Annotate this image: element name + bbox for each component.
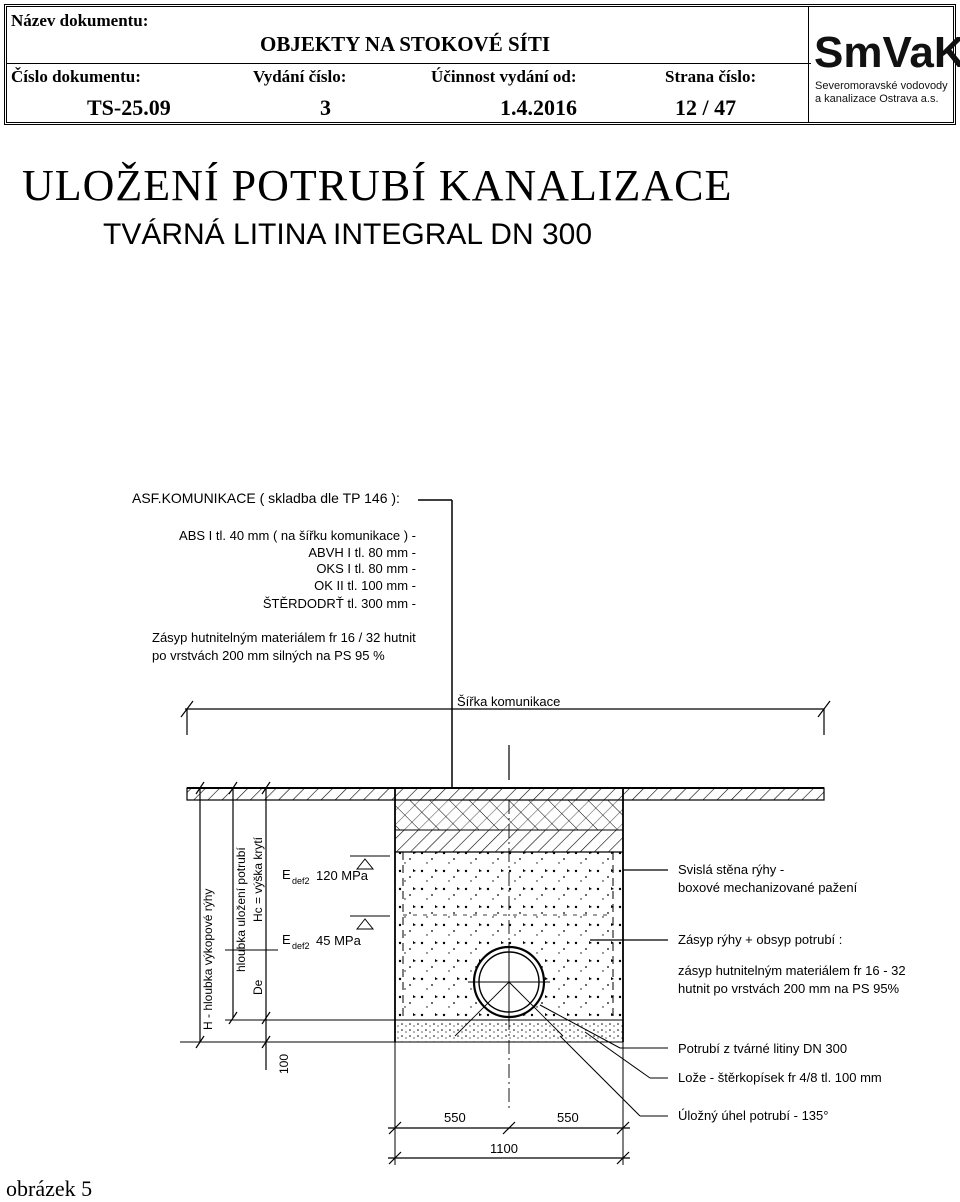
company-logo-line2: a kanalizace Ostrava a.s. [815,93,939,105]
layer-oks: OKS I tl. 80 mm - [316,561,416,576]
layer-ok: OK II tl. 100 mm - [314,578,416,593]
header-logo-divider [808,7,809,122]
doc-number: TS-25.09 [87,95,171,120]
document-header: Název dokumentu: OBJEKTY NA STOKOVÉ SÍTI… [4,4,956,125]
bed-label: Lože - štěrkopísek fr 4/8 tl. 100 mm [678,1070,882,1085]
dim-total-width: 1100 [490,1141,518,1156]
road-label: ASF.KOMUNIKACE ( skladba dle TP 146 ): [132,490,400,506]
dim-right-half: 550 [557,1110,579,1125]
angle-label: Úložný úhel potrubí - 135° [678,1108,828,1123]
effective-label: Účinnost vydání od: [431,67,577,86]
edef-upper-value: 120 MPa [316,868,369,883]
layer-abs: ABS I tl. 40 mm ( na šířku komunikace ) … [179,528,416,543]
road-width-label: Šířka komunikace [457,694,560,709]
effective-date: 1.4.2016 [500,95,577,120]
page-subtitle: TVÁRNÁ LITINA INTEGRAL DN 300 [103,218,593,251]
trench-cross-section-drawing: ASF.KOMUNIKACE ( skladba dle TP 146 ): A… [132,490,906,1165]
company-logo-line1: Severomoravské vodovody [815,80,948,92]
dim-bedding: 100 [277,1054,291,1074]
backfill-text-1: Zásyp hutnitelným materiálem fr 16 / 32 … [152,630,416,645]
page-title: ULOŽENÍ POTRUBÍ KANALIZACE [22,161,733,210]
fill-text-2: hutnit po vrstvách 200 mm na PS 95% [678,981,900,996]
edef-upper-symbol: E [282,867,291,882]
dim-diameter: De [251,979,265,995]
issue-number: 3 [320,95,331,120]
edef-upper-sub: def2 [292,876,310,886]
layer-abvh: ABVH I tl. 80 mm - [308,545,416,560]
backfill-text-2: po vrstvách 200 mm silných na PS 95 % [152,648,385,663]
pipe-label: Potrubí z tvárné litiny DN 300 [678,1041,847,1056]
wall-label-2: boxové mechanizované pažení [678,880,858,895]
doc-number-label: Číslo dokumentu: [11,67,141,86]
edef-lower-value: 45 MPa [316,933,362,948]
page-number: 12 / 47 [675,95,737,120]
fill-text-1: zásyp hutnitelným materiálem fr 16 - 32 [678,963,906,978]
wall-label-1: Svislá stěna rýhy - [678,862,784,877]
edef-lower-sub: def2 [292,941,310,951]
dim-trench-depth: H - hloubka výkopové rýhy [201,889,215,1030]
page-label: Strana číslo: [665,67,757,86]
dim-pipe-depth: hloubka uložení potrubí [234,847,248,972]
header-divider [7,63,811,64]
edef-lower-symbol: E [282,932,291,947]
layer-sterkodrt: ŠTĚRDODRŤ tl. 300 mm - [263,596,416,611]
doc-name-label: Název dokumentu: [11,11,149,30]
issue-label: Vydání číslo: [253,67,347,86]
dim-cover-height: Hc = výška krytí [251,836,265,922]
dim-left-half: 550 [444,1110,466,1125]
company-logo: SmVaK [814,28,960,77]
fill-label: Zásyp rýhy + obsyp potrubí : [678,932,842,947]
figure-caption: obrázek 5 [6,1176,93,1201]
doc-name: OBJEKTY NA STOKOVÉ SÍTI [260,32,551,56]
